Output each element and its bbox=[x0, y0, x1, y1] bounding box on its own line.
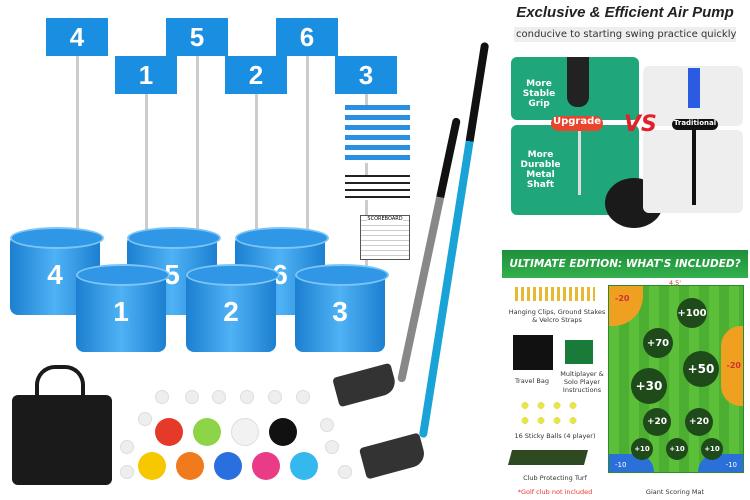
pump-upgraded-icon bbox=[567, 57, 589, 107]
flag-tags bbox=[345, 105, 410, 163]
shaft-label: More Durable Metal Shaft bbox=[520, 150, 561, 190]
practice-ball bbox=[176, 452, 204, 480]
target-10: +10 bbox=[631, 438, 653, 460]
scoreboard: SCOREBOARD bbox=[360, 215, 410, 260]
foam-ball bbox=[296, 390, 310, 404]
turf-label: Club Protecting Turf bbox=[523, 474, 587, 482]
flag-pole bbox=[196, 55, 199, 235]
practice-ball bbox=[214, 452, 242, 480]
bucket-2: 2 bbox=[186, 264, 280, 352]
included-header: ULTIMATE EDITION: WHAT'S INCLUDED? bbox=[502, 250, 748, 278]
hazard-zone bbox=[721, 326, 743, 406]
pump-rod bbox=[692, 130, 696, 205]
stakes bbox=[345, 175, 410, 200]
target-50: +50 bbox=[683, 351, 719, 387]
pump-title: Exclusive & Efficient Air Pump bbox=[516, 4, 734, 21]
clips-icon bbox=[515, 287, 595, 301]
foam-ball bbox=[268, 390, 282, 404]
practice-ball bbox=[290, 452, 318, 480]
foam-ball bbox=[138, 412, 152, 426]
mat-label: Giant Scoring Mat bbox=[645, 488, 705, 496]
water-label: -10 bbox=[615, 461, 627, 469]
grip-label: More Stable Grip bbox=[522, 79, 556, 109]
flag-pole bbox=[255, 93, 258, 273]
practice-ball bbox=[269, 418, 297, 446]
bag-handle bbox=[35, 365, 85, 405]
upgrade-badge: Upgrade bbox=[551, 116, 603, 131]
metal-shaft bbox=[578, 130, 581, 195]
flag-pole bbox=[76, 55, 79, 255]
practice-ball bbox=[155, 418, 183, 446]
club-head bbox=[358, 432, 428, 480]
bucket-number: 5 bbox=[164, 259, 180, 290]
bag-icon bbox=[513, 335, 553, 370]
penalty-label: -20 bbox=[615, 294, 630, 303]
target-20: +20 bbox=[643, 408, 671, 436]
pump-traditional-icon bbox=[688, 68, 700, 108]
sticky-balls-icon bbox=[517, 398, 579, 428]
penalty-label: -20 bbox=[726, 361, 741, 370]
foam-ball bbox=[325, 440, 339, 454]
target-10: +10 bbox=[701, 438, 723, 460]
foam-ball bbox=[120, 465, 134, 479]
flag-2: 2 bbox=[225, 56, 287, 94]
foam-ball bbox=[320, 418, 334, 432]
practice-ball bbox=[231, 418, 259, 446]
scoreboard-title: SCOREBOARD bbox=[367, 216, 403, 222]
bag-label: Travel Bag bbox=[515, 377, 549, 385]
foam-ball bbox=[155, 390, 169, 404]
target-30: +30 bbox=[631, 368, 667, 404]
instructions-label: Multiplayer & Solo Player Instructions bbox=[560, 370, 604, 394]
balls-label: 16 Sticky Balls (4 player) bbox=[514, 432, 596, 440]
traditional-badge: Traditional bbox=[672, 119, 718, 130]
flag-5: 5 bbox=[166, 18, 228, 56]
foam-ball bbox=[120, 440, 134, 454]
bucket-1: 1 bbox=[76, 264, 170, 352]
club-head bbox=[332, 362, 398, 408]
target-100: +100 bbox=[677, 298, 707, 328]
target-10: +10 bbox=[666, 438, 688, 460]
turf-icon bbox=[507, 450, 589, 465]
flag-4: 4 bbox=[46, 18, 108, 56]
practice-ball bbox=[138, 452, 166, 480]
practice-ball bbox=[252, 452, 280, 480]
target-20: +20 bbox=[685, 408, 713, 436]
bucket-number: 1 bbox=[113, 296, 129, 327]
foam-ball bbox=[338, 465, 352, 479]
foam-ball bbox=[212, 390, 226, 404]
flag-3: 3 bbox=[335, 56, 397, 94]
travel-bag bbox=[12, 395, 112, 485]
foam-ball bbox=[185, 390, 199, 404]
instructions-icon bbox=[565, 340, 593, 364]
bucket-number: 4 bbox=[47, 259, 63, 290]
foam-ball bbox=[240, 390, 254, 404]
flag-1: 1 bbox=[115, 56, 177, 94]
bucket-3: 3 bbox=[295, 264, 389, 352]
flag-pole bbox=[306, 55, 309, 235]
flag-6: 6 bbox=[276, 18, 338, 56]
clips-label: Hanging Clips, Ground Stakes & Velcro St… bbox=[508, 308, 606, 324]
vs-text: VS bbox=[624, 112, 657, 137]
practice-ball bbox=[193, 418, 221, 446]
bucket-number: 2 bbox=[223, 296, 239, 327]
hazard-zone bbox=[609, 286, 643, 326]
disclaimer: *Golf club not included bbox=[517, 488, 593, 496]
bucket-number: 3 bbox=[332, 296, 348, 327]
flag-pole bbox=[145, 93, 148, 273]
mat-width: 4.5' bbox=[668, 279, 682, 287]
target-70: +70 bbox=[643, 328, 673, 358]
water-label: -10 bbox=[725, 461, 737, 469]
scoring-mat: +100 +70 +50 +30 +20 +20 +10 +10 +10 -20… bbox=[608, 285, 744, 473]
pump-subtitle: conducive to starting swing practice qui… bbox=[514, 27, 737, 42]
